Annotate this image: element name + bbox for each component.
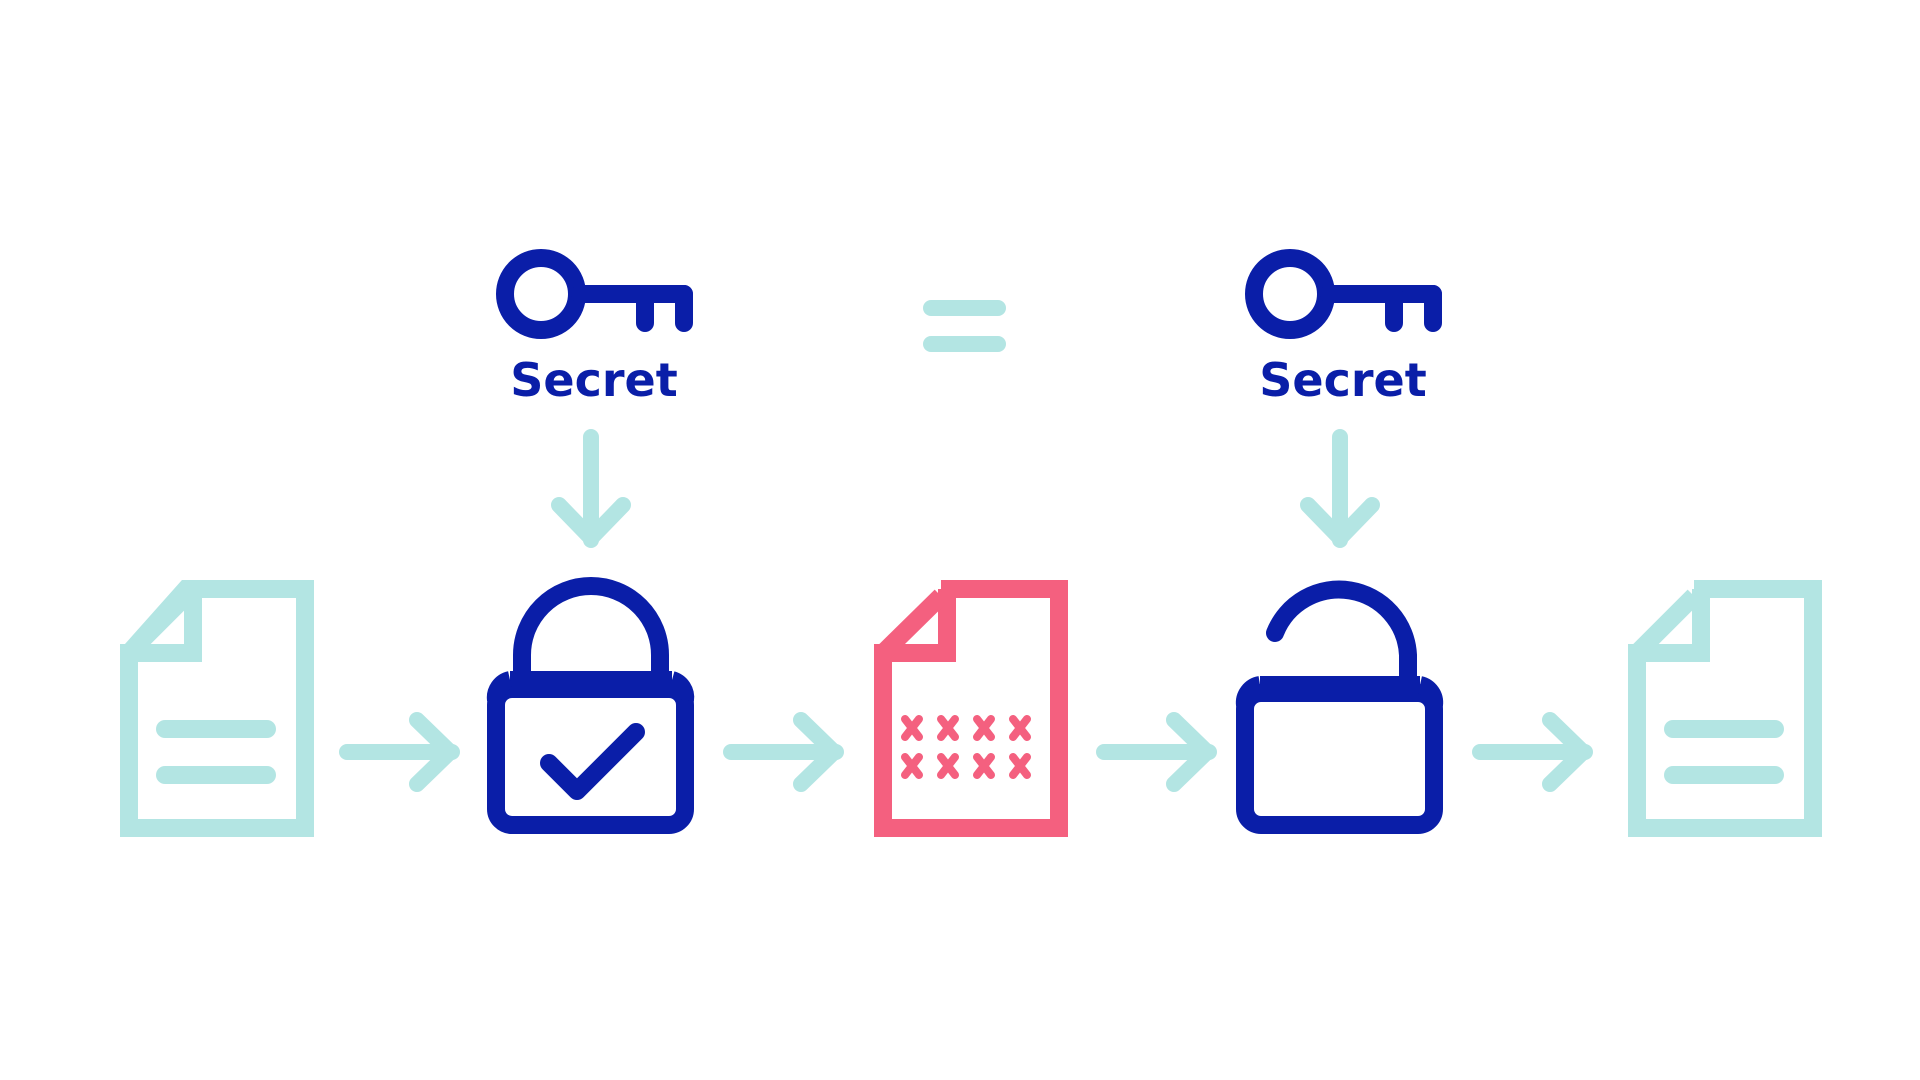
secret-label-right: Secret — [1259, 353, 1426, 407]
key-icon-left — [496, 249, 693, 339]
right-arrow-icon-2 — [723, 712, 844, 792]
lock-closed-check-icon — [486, 577, 695, 834]
lock-open-icon — [1235, 580, 1444, 834]
right-arrow-icon-1 — [339, 712, 460, 792]
document-icon-right — [1628, 580, 1822, 837]
secret-label-left: Secret — [510, 353, 677, 407]
document-icon-left — [120, 580, 314, 837]
equals-icon — [923, 300, 1006, 352]
key-icon-right — [1245, 249, 1442, 339]
down-arrow-icon-right — [1300, 429, 1380, 548]
encrypted-document-icon — [874, 580, 1068, 837]
right-arrow-icon-3 — [1096, 712, 1217, 792]
down-arrow-icon-left — [551, 429, 631, 548]
encrypted-characters — [901, 715, 1031, 779]
right-arrow-icon-4 — [1472, 712, 1593, 792]
